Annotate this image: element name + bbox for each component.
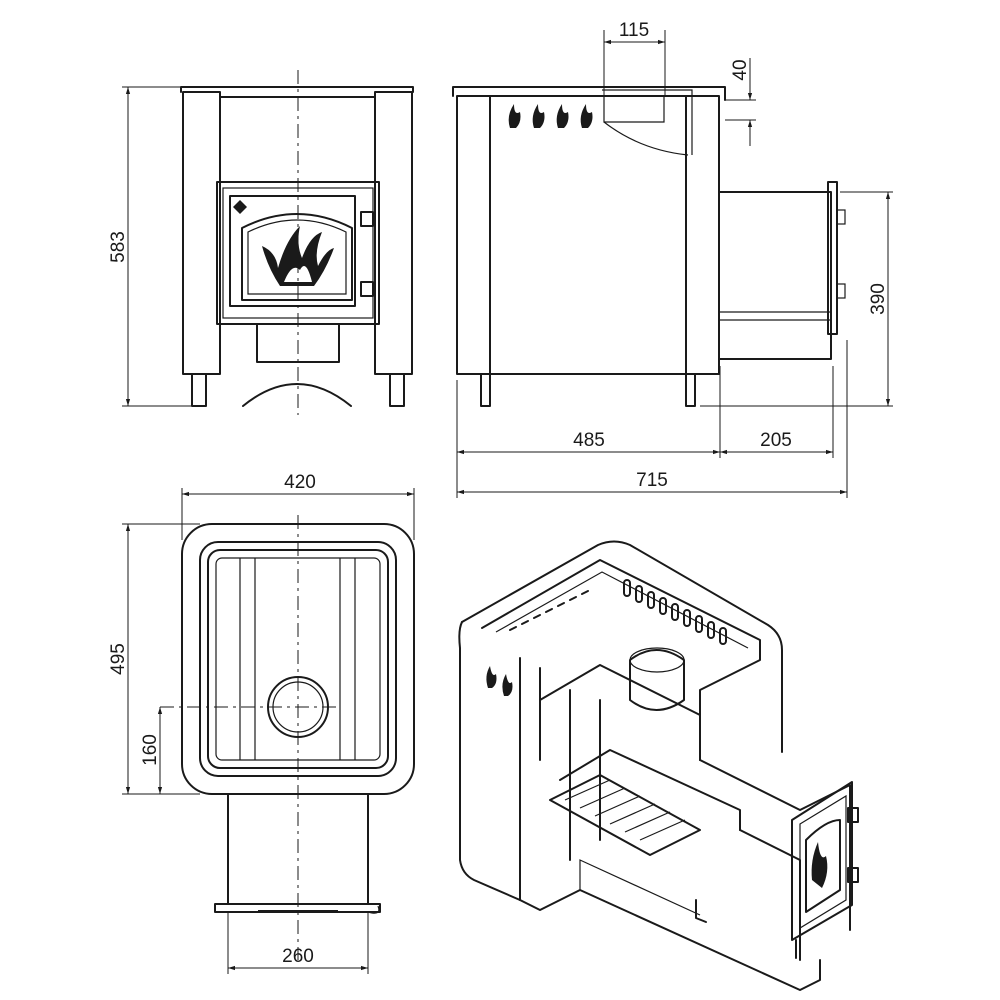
- isometric-cutaway-view: [458, 540, 859, 991]
- dim-body-depth: 485: [573, 430, 605, 451]
- side-view: 115 40 390 485 205 715: [452, 20, 893, 498]
- dim-plan-depth: 495: [108, 643, 129, 675]
- vent-slots: [509, 579, 727, 645]
- dim-top-rim: 40: [730, 59, 751, 80]
- front-view: 583: [108, 70, 414, 415]
- tunnel-door: [791, 781, 859, 941]
- dim-total-depth: 715: [636, 470, 668, 491]
- plan-view: 420 495 160 260: [108, 472, 415, 974]
- dim-chimney-offset: 160: [140, 734, 161, 766]
- dim-door-depth: 205: [760, 430, 792, 451]
- dim-tunnel-width: 260: [282, 946, 314, 967]
- grate: [549, 774, 701, 856]
- dim-front-height: 583: [108, 231, 129, 263]
- dim-top-offset: 115: [619, 20, 649, 41]
- dim-side-height: 390: [868, 283, 889, 315]
- dim-plan-width: 420: [284, 472, 316, 493]
